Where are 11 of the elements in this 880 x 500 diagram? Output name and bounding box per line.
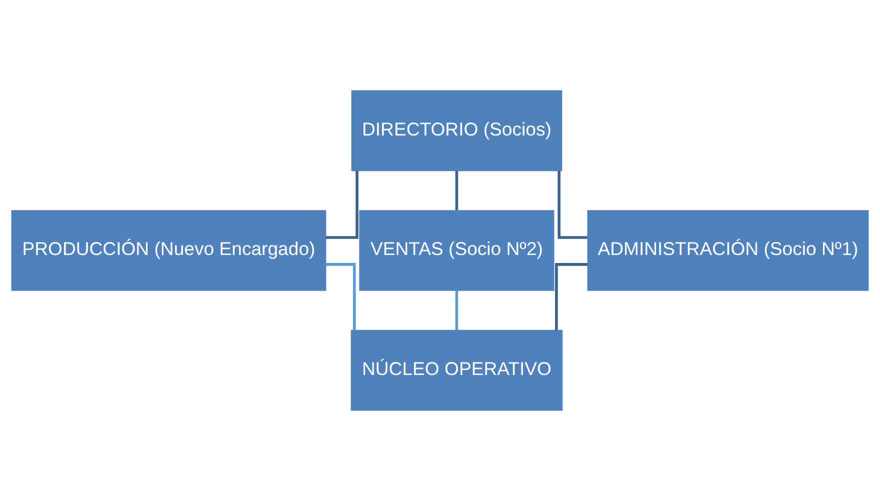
connector <box>558 170 588 238</box>
connector <box>555 262 588 330</box>
node-box: DIRECTORIO (Socios) <box>351 90 562 171</box>
node-box: NÚCLEO OPERATIVO <box>350 329 563 410</box>
connector <box>455 170 458 210</box>
node-box: PRODUCCIÓN (Nuevo Encargado) <box>11 210 326 290</box>
node-box: VENTAS (Socio Nº2) <box>359 210 554 290</box>
connector <box>326 170 358 238</box>
node-box: ADMINISTRACIÓN (Socio Nº1) <box>587 210 869 290</box>
connector <box>326 262 356 330</box>
connector <box>455 290 458 330</box>
